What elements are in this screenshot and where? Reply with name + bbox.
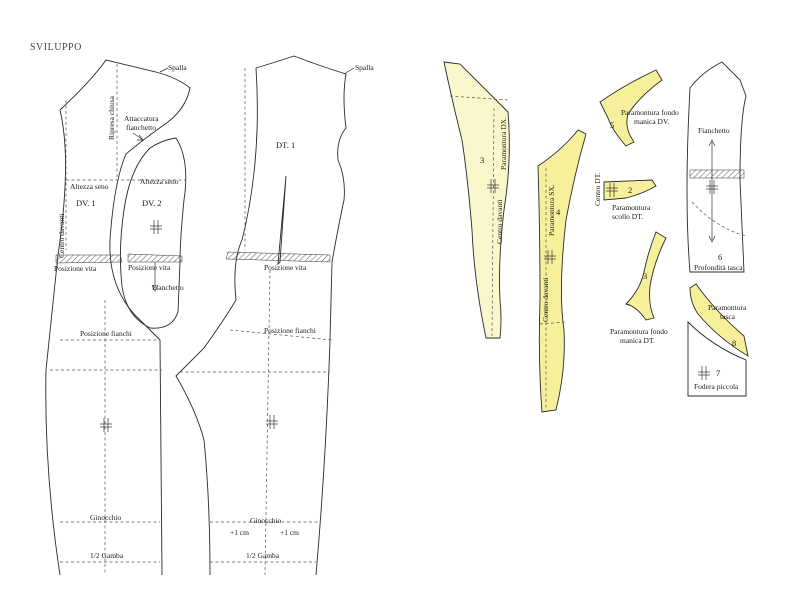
back-plus-right-label: +1 cm	[280, 528, 299, 537]
front-attaccatura-label-2: fianchetto	[126, 123, 156, 132]
back-mezza-gamba-label: 1/2 Gamba	[246, 551, 280, 560]
back-outline	[175, 55, 347, 576]
piece-6-fianchetto-label: Fianchetto	[698, 126, 730, 135]
back-dt1-label: DT. 1	[276, 140, 295, 150]
back-grain-marker	[266, 415, 278, 429]
piece-6-waist-band	[689, 169, 745, 179]
front-centro-davanti-label: Centro davanti	[57, 214, 66, 258]
piece-5-paramontura-manica-dv: 5 Paramontura fondo manica DV.	[599, 69, 679, 147]
piece-4-number: 4	[556, 207, 561, 217]
front-pattern: Spalla Ripresa chiusa Attaccatura fianch…	[45, 59, 191, 576]
piece-7-shape	[687, 320, 747, 397]
piece-4-paramontura-sx: 4 Paramontura SX. Centro davanti	[537, 129, 587, 413]
piece-3-number: 3	[480, 155, 484, 165]
piece-2-number: 2	[628, 185, 632, 195]
piece-6-shape	[686, 61, 747, 273]
piece-2-shape	[603, 179, 657, 201]
piece-5-number: 5	[610, 120, 614, 130]
piece-8-paramontura-tasca: 8 Paramontura tasca	[689, 283, 749, 357]
piece-6-number: 6	[718, 252, 722, 262]
front-outline	[45, 59, 191, 576]
front-side-panel-outline	[119, 137, 187, 329]
piece-3b-shape	[625, 231, 667, 321]
front-altezza-seno-left: Altezza seno	[70, 182, 109, 191]
piece-8-label-2: tasca	[720, 312, 736, 321]
front-side-waist-band	[127, 253, 183, 263]
piece-5-shape	[599, 69, 663, 147]
front-ginocchio-label: Ginocchio	[90, 513, 121, 522]
front-altezza-seno-right: Altezza seno	[140, 177, 179, 186]
piece-4-shape	[537, 129, 587, 413]
front-dv2-label: DV. 2	[142, 198, 162, 208]
piece-6-fianchetto: Fianchetto 6 Profondità tasca	[686, 61, 747, 273]
front-spalla-label: Spalla	[168, 63, 187, 72]
piece-5-label-1: Paramontura fondo	[621, 108, 679, 117]
sheet-title: SVILUPPO	[30, 42, 82, 53]
front-mezza-gamba-label: 1/2 Gamba	[90, 551, 124, 560]
front-posizione-vita-right: Posizione vita	[128, 263, 171, 272]
piece-2-label-1: Paramontura	[612, 203, 651, 212]
back-pattern: Spalla DT. 1 Posizione vita Posizione fi…	[175, 55, 374, 576]
piece-5-label-2: manica DV.	[634, 117, 669, 126]
front-waist-band	[55, 254, 123, 264]
front-posizione-fianchi-label: Posizione fianchi	[80, 329, 132, 338]
piece-4-grain-marker	[544, 250, 556, 264]
back-ginocchio-label: Ginocchio	[250, 516, 281, 525]
piece-3-paramontura-dx: 3 Paramontura DX. Centro davanti	[443, 61, 510, 339]
piece-3-paramontura-manica-dt: 3 Paramontura fondo manica DT.	[610, 231, 668, 345]
piece-3b-number: 3	[643, 271, 647, 281]
back-dart	[277, 175, 287, 266]
piece-7-grain-marker	[698, 366, 710, 380]
piece-3b-label-1: Paramontura fondo	[610, 327, 668, 336]
piece-7-label: Fodera piccola	[694, 382, 739, 391]
back-spalla-label: Spalla	[355, 63, 374, 72]
back-posizione-vita-label: Posizione vita	[264, 263, 307, 272]
front-posizione-vita-left: Posizione vita	[54, 264, 97, 273]
front-fianchetto-label: Fianchetto	[152, 283, 184, 292]
piece-8-shape	[689, 283, 749, 357]
piece-4-label: Paramontura SX.	[547, 184, 556, 236]
front-attaccatura-label-1: Attaccatura	[124, 114, 159, 123]
piece-6-profondita-label: Profondità tasca	[694, 263, 743, 272]
piece-3-centro: Centro davanti	[495, 200, 504, 244]
piece-8-number: 8	[732, 338, 736, 348]
piece-3-grain-marker	[487, 179, 499, 193]
front-grain-marker	[100, 418, 112, 432]
piece-3-shape	[443, 61, 510, 339]
piece-7-fodera-piccola: 7 Fodera piccola	[687, 320, 747, 397]
piece-3-label: Paramontura DX.	[499, 117, 508, 170]
back-posizione-fianchi-label: Posizione fianchi	[264, 326, 316, 335]
front-dv1-label: DV. 1	[76, 198, 96, 208]
piece-8-label-1: Paramontura	[708, 303, 747, 312]
back-plus-left-label: +1 cm	[230, 528, 249, 537]
front-ripresa-label: Ripresa chiusa	[107, 95, 116, 140]
piece-4-centro: Centro davanti	[541, 278, 550, 322]
piece-7-number: 7	[716, 368, 720, 378]
piece-3b-label-2: manica DT.	[620, 336, 655, 345]
piece-2-grain-marker	[606, 183, 618, 197]
piece-2-paramontura-scollo-dt: 2 Centro DT. Paramontura scollo DT.	[593, 172, 657, 221]
piece-2-centro: Centro DT.	[593, 172, 602, 206]
back-waist-band	[225, 251, 331, 263]
piece-2-label-2: scollo DT.	[612, 212, 643, 221]
side-front-grain-marker	[150, 220, 162, 234]
piece-6-grain-marker	[706, 180, 718, 194]
